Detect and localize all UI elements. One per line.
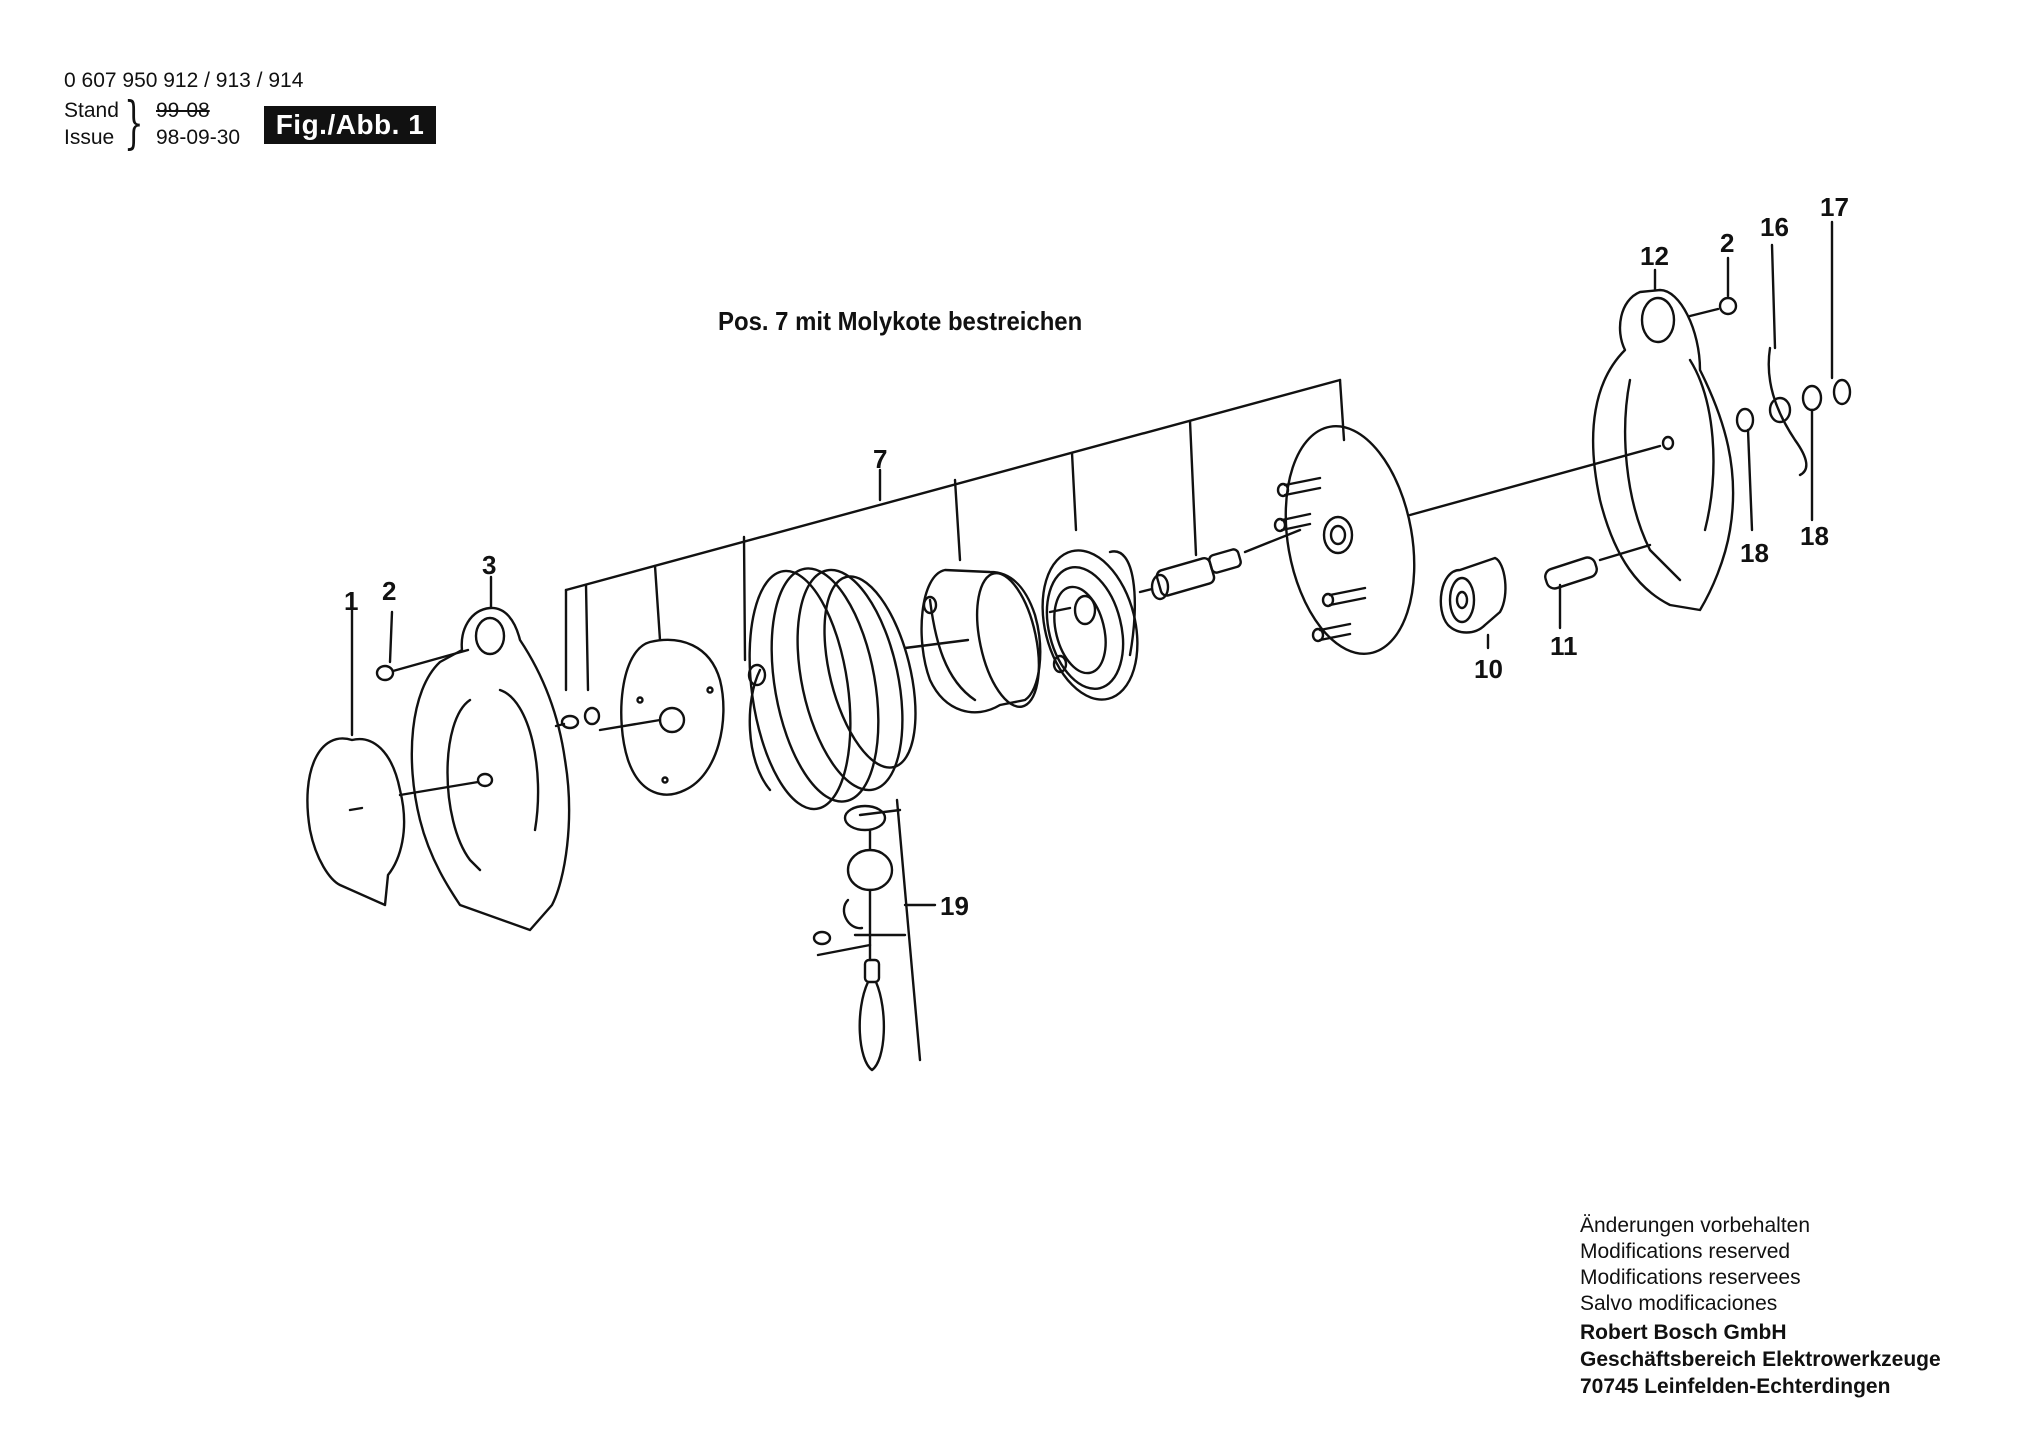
part-7-flange bbox=[1273, 425, 1662, 655]
part-label-11: 11 bbox=[1550, 631, 1578, 661]
part-label-3: 3 bbox=[482, 550, 496, 580]
part-17-retaining-ring bbox=[1830, 220, 1852, 406]
footer-company: Robert Bosch GmbH bbox=[1580, 1321, 1787, 1344]
part-16-torsion-spring bbox=[1767, 243, 1808, 477]
footer-division: Geschäftsbereich Elektrowerkzeuge bbox=[1580, 1348, 1941, 1371]
part-7-coil-spring bbox=[747, 567, 917, 811]
part-11-pin bbox=[1544, 543, 1652, 630]
part-18-washer-right bbox=[1801, 384, 1823, 522]
part-7-axle bbox=[1138, 528, 1302, 601]
footer-line-de: Änderungen vorbehalten bbox=[1580, 1214, 1811, 1237]
part-3-housing bbox=[398, 575, 571, 932]
part-19-cable-assembly bbox=[812, 798, 937, 1072]
part-label-2-left: 2 bbox=[382, 576, 396, 606]
footer-line-fr: Modifications reservees bbox=[1580, 1266, 1801, 1289]
part-2-screw-left bbox=[375, 610, 470, 682]
issue-date: 98-09-30 bbox=[156, 126, 241, 149]
part-label-16: 16 bbox=[1760, 212, 1789, 242]
figure-badge: Fig./Abb. 1 bbox=[264, 106, 436, 144]
part-label-10: 10 bbox=[1474, 654, 1503, 684]
part-18-washer-left bbox=[1735, 407, 1755, 532]
footer-line-en: Modifications reserved bbox=[1580, 1240, 1791, 1263]
part-7-disc-plate bbox=[598, 638, 725, 796]
part-12-end-cover bbox=[1591, 268, 1735, 612]
part-label-12: 12 bbox=[1640, 241, 1669, 271]
stand-date: 99-08 bbox=[156, 99, 210, 122]
stand-label: Stand bbox=[64, 99, 119, 122]
part-7-spring-cassette bbox=[1041, 549, 1139, 701]
part-label-1: 1 bbox=[344, 586, 358, 616]
issue-label: Issue bbox=[64, 126, 115, 149]
footer-line-es: Salvo modificaciones bbox=[1580, 1292, 1778, 1315]
part-label-18-right: 18 bbox=[1800, 521, 1829, 551]
part-2-nut-right bbox=[1688, 256, 1738, 318]
part-numbers: 0 607 950 912 / 913 / 914 bbox=[64, 69, 304, 92]
part-7-bracket bbox=[564, 378, 1346, 692]
part-label-18-left: 18 bbox=[1740, 538, 1769, 568]
part-label-17: 17 bbox=[1820, 192, 1849, 222]
part-10-roller bbox=[1439, 556, 1507, 650]
part-label-19: 19 bbox=[940, 891, 969, 921]
part-screw-nut-left bbox=[554, 706, 601, 730]
part-1-cover-disc bbox=[306, 600, 406, 907]
lubrication-note: Pos. 7 mit Molykote bestreichen bbox=[718, 306, 1083, 336]
brace-icon: } bbox=[124, 91, 144, 156]
part-7-spring-drum bbox=[903, 568, 1042, 714]
part-label-7: 7 bbox=[873, 444, 887, 474]
footer-address: 70745 Leinfelden-Echterdingen bbox=[1580, 1375, 1891, 1398]
part-label-2-right: 2 bbox=[1720, 228, 1734, 258]
